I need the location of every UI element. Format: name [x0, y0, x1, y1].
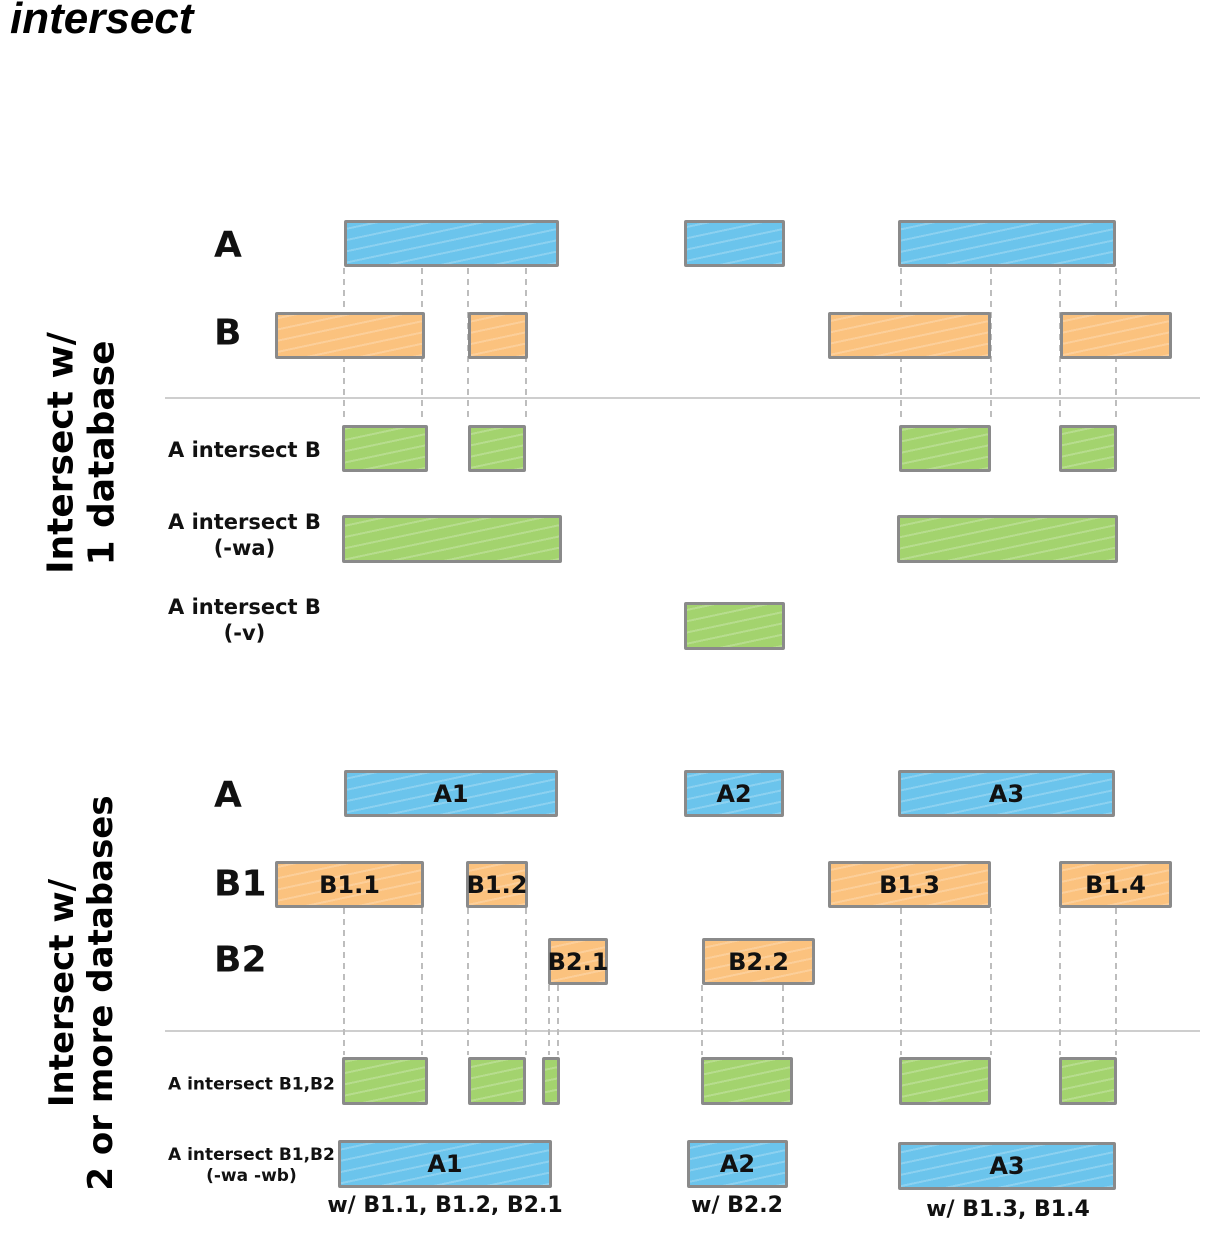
op-label-intersect: A intersect B — [168, 437, 321, 462]
result-multi-2 — [468, 1057, 526, 1105]
feature-a-1 — [344, 220, 559, 267]
result-multi-5 — [899, 1057, 991, 1105]
op-label-line: A intersect B — [168, 509, 321, 534]
op-label-line: A intersect B — [168, 594, 321, 619]
section-title-1: Intersect w/ 1 database — [41, 332, 124, 574]
op-label-intersect-wa: A intersect B (-wa) — [168, 509, 321, 562]
caption-a1: w/ B1.1, B1.2, B2.1 — [327, 1193, 563, 1218]
result-intersect-4 — [1059, 425, 1117, 472]
feature-b1-1: B1.1 — [275, 861, 424, 908]
op-label-flag: (-v) — [223, 621, 266, 645]
feature-b-1 — [275, 312, 425, 359]
feature-b-4 — [1060, 312, 1172, 359]
op-label-line: A intersect B1,B2 — [168, 1144, 335, 1165]
result-multi-1 — [342, 1057, 428, 1105]
feature-b1-3: B1.3 — [828, 861, 991, 908]
feature-a1: A1 — [344, 770, 558, 817]
caption-a3: w/ B1.3, B1.4 — [926, 1197, 1090, 1222]
section-title-1-line1: Intersect w/ — [40, 332, 82, 574]
result-wa-wb-a1: A1 — [338, 1140, 552, 1188]
result-intersect-1 — [342, 425, 428, 472]
row-label-b: B — [214, 312, 242, 354]
row-label-a2: A — [214, 774, 242, 816]
result-wa-1 — [342, 515, 562, 563]
feature-b2-2: B2.2 — [702, 938, 815, 985]
feature-a2: A2 — [684, 770, 784, 817]
feature-a-3 — [898, 220, 1116, 267]
result-wa-2 — [897, 515, 1118, 563]
result-intersect-2 — [468, 425, 526, 472]
op-label-intersect-wa-wb: A intersect B1,B2 (-wa -wb) — [168, 1145, 335, 1188]
section-title-1-line2: 1 database — [82, 340, 123, 566]
result-multi-6 — [1059, 1057, 1117, 1105]
result-wa-wb-a3: A3 — [898, 1142, 1116, 1190]
feature-b1-2: B1.2 — [466, 861, 528, 908]
result-v-1 — [684, 602, 785, 650]
feature-b-2 — [468, 312, 528, 359]
row-label-b1: B1 — [214, 863, 267, 905]
feature-b-3 — [828, 312, 991, 359]
section-title-2: Intersect w/ 2 or more databases — [41, 795, 121, 1191]
section-title-2-line2: 2 or more databases — [81, 795, 121, 1191]
feature-a3: A3 — [898, 770, 1115, 817]
feature-b1-4: B1.4 — [1059, 861, 1172, 908]
result-multi-3 — [542, 1057, 560, 1105]
page-title: intersect — [10, 0, 194, 43]
caption-a2: w/ B2.2 — [691, 1193, 783, 1218]
result-multi-4 — [701, 1057, 793, 1105]
result-intersect-3 — [899, 425, 991, 472]
result-wa-wb-a2: A2 — [687, 1140, 788, 1188]
row-label-a: A — [214, 224, 242, 266]
op-label-intersect-multi: A intersect B1,B2 — [168, 1074, 335, 1095]
op-label-flag: (-wa -wb) — [206, 1166, 297, 1186]
feature-b2-1: B2.1 — [548, 938, 608, 985]
section-title-2-line1: Intersect w/ — [41, 878, 82, 1108]
op-label-intersect-v: A intersect B (-v) — [168, 594, 321, 647]
feature-a-2 — [684, 220, 785, 267]
op-label-flag: (-wa) — [213, 536, 276, 560]
row-label-b2: B2 — [214, 939, 267, 981]
